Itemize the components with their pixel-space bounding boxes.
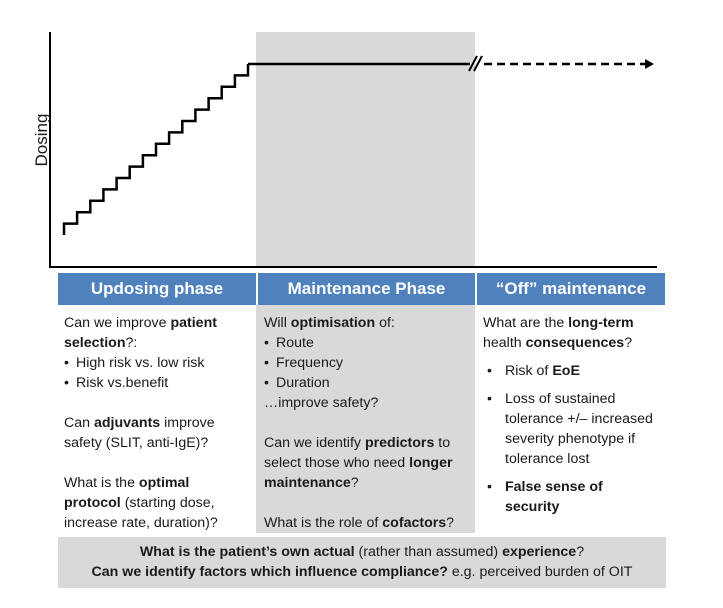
- updosing-question-adjuvants: Can adjuvants improve safety (SLIT, anti…: [64, 415, 215, 451]
- phase-header-bar: Updosing phase Maintenance Phase “Off” m…: [58, 273, 665, 305]
- updosing-question-selection: Can we improve patient selection?:: [64, 315, 217, 351]
- updosing-staircase: [62, 64, 250, 235]
- maintenance-question-tail: …improve safety?: [264, 395, 379, 411]
- patient-experience-box: What is the patient’s own actual (rather…: [58, 537, 666, 588]
- maintenance-question-optimisation: Will optimisation of:: [264, 315, 395, 331]
- list-item: •Route: [264, 335, 314, 351]
- patient-experience-line: What is the patient’s own actual (rather…: [139, 544, 585, 560]
- off-question-consequences: What are the long-term health consequenc…: [483, 315, 634, 351]
- off-maintenance-column: What are the long-term health consequenc…: [475, 305, 667, 517]
- arrow-head-icon: [645, 59, 654, 69]
- maintenance-column: Will optimisation of: •Route •Frequency …: [256, 305, 475, 533]
- dosing-diagram: [49, 32, 657, 268]
- y-axis-label: Dosing: [32, 113, 51, 167]
- header-maintenance: Maintenance Phase: [256, 273, 475, 305]
- updosing-column: Can we improve patient selection?: •High…: [58, 305, 256, 533]
- maintenance-question-cofactors: What is the role of cofactors?: [264, 515, 455, 531]
- header-off-maintenance: “Off” maintenance: [475, 273, 665, 305]
- break-mark-icon: [468, 55, 483, 72]
- list-item: •Frequency: [264, 355, 344, 371]
- updosing-question-protocol: What is the optimal protocol (starting d…: [64, 475, 218, 531]
- list-item: •High risk vs. low risk: [64, 355, 205, 371]
- list-item: •Risk of EoE: [487, 363, 580, 379]
- header-updosing: Updosing phase: [58, 273, 256, 305]
- list-item: •Duration: [264, 375, 330, 391]
- list-item: •Risk vs.benefit: [64, 375, 169, 391]
- compliance-line: Can we identify factors which influence …: [91, 564, 633, 580]
- list-item: •Loss of sustained tolerance +/– increas…: [487, 391, 653, 467]
- list-item: •False sense of security: [487, 479, 603, 515]
- maintenance-shading: [256, 32, 475, 268]
- maintenance-question-predictors: Can we identify predictors to select tho…: [264, 435, 453, 491]
